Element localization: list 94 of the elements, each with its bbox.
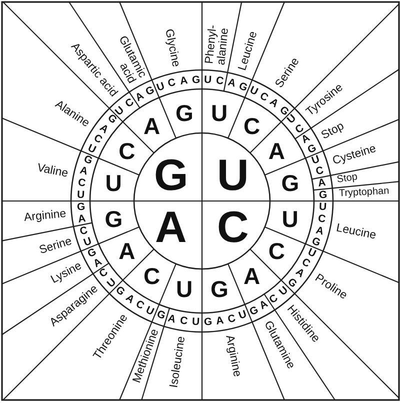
base-letter: U (217, 158, 249, 193)
base-letter: C (226, 314, 236, 324)
base-letter: U (144, 306, 156, 316)
base-letter: U (105, 174, 122, 193)
base-letter: A (226, 78, 236, 88)
base-letter: G (144, 86, 156, 97)
base-letter: A (134, 91, 145, 102)
amino-acid-label: Isoleucine (168, 336, 188, 389)
base-letter: A (124, 293, 135, 304)
base-letter: C (118, 142, 136, 160)
amino-acid-label: Cysteine (331, 142, 378, 167)
base-letter: G (238, 81, 248, 92)
base-letter: U (211, 104, 228, 122)
base-letter: C (318, 214, 326, 224)
base-letter: A (118, 242, 136, 260)
base-letter: U (204, 75, 212, 84)
base-letter: G (104, 210, 123, 228)
base-letter: C (217, 210, 249, 245)
base-letter: A (318, 178, 326, 188)
base-letter: G (154, 158, 188, 193)
base-letter: C (294, 123, 305, 134)
base-letter: A (314, 226, 324, 236)
base-letter: A (268, 98, 280, 110)
base-letter: A (300, 133, 312, 144)
amino-acid-label: Serine (38, 234, 73, 256)
base-letter: G (175, 104, 194, 122)
base-letter: C (300, 258, 312, 270)
base-letter: G (306, 144, 318, 155)
base-letter: A (168, 314, 177, 324)
base-letter: G (82, 154, 93, 166)
base-letter: C (180, 316, 188, 326)
base-letter: C (98, 268, 110, 280)
base-letter: U (176, 280, 193, 299)
base-letter: C (134, 300, 145, 311)
base-letter: A (215, 316, 224, 326)
amino-acid-label: Leucine (335, 222, 378, 242)
base-letter: U (106, 277, 118, 288)
base-letter: U (306, 248, 317, 259)
base-letter: C (244, 117, 260, 136)
base-letter: C (168, 78, 177, 88)
base-letter: G (192, 75, 200, 84)
base-letter: U (238, 310, 248, 321)
amino-acid-label: Glycine (162, 28, 182, 68)
amino-acid-label: Arginine (222, 334, 243, 378)
base-letter: U (156, 82, 166, 92)
base-letter: G (204, 318, 212, 327)
base-letter: G (156, 310, 166, 321)
base-letter: U (278, 286, 289, 297)
amino-acid-label: Phenyl- alanine (203, 24, 232, 66)
amino-acid-label: Stop (336, 172, 359, 186)
base-letter: U (248, 86, 259, 97)
base-letter: G (114, 285, 126, 298)
base-letter: A (244, 266, 260, 286)
base-letter: U (82, 236, 92, 248)
base-letter: U (282, 210, 298, 228)
base-letter: G (210, 280, 228, 299)
base-letter: U (319, 202, 328, 212)
amino-acid-label: Lysine (49, 260, 84, 286)
base-letter: C (258, 91, 270, 102)
base-letter: G (248, 305, 260, 317)
base-letter: G (311, 236, 322, 248)
base-letter: G (286, 276, 298, 289)
base-letter: G (86, 248, 98, 259)
base-letter: C (92, 133, 103, 144)
base-letter: A (268, 142, 285, 160)
amino-acid-label: Tryptophan (338, 186, 390, 200)
base-letter: A (180, 76, 188, 86)
base-letter: C (268, 293, 280, 304)
base-letter: C (268, 242, 285, 260)
base-letter: C (215, 76, 224, 86)
base-letter: G (319, 190, 328, 200)
base-letter: A (98, 123, 110, 134)
base-letter: A (143, 117, 160, 136)
amino-acid-label: Valine (36, 162, 69, 180)
base-letter: C (79, 226, 89, 236)
base-letter: U (311, 155, 322, 166)
base-letter: U (192, 318, 200, 327)
base-letter: C (77, 178, 86, 188)
base-letter: G (76, 202, 86, 212)
base-letter: U (76, 190, 84, 200)
base-letter: A (77, 214, 86, 224)
base-letter: U (86, 144, 98, 155)
amino-acid-label: Leucine (236, 30, 260, 72)
base-letter: C (143, 266, 160, 286)
amino-acid-label: Stop (320, 120, 346, 142)
base-letter: G (281, 174, 300, 193)
amino-acid-label: Arginine (23, 208, 66, 225)
base-letter: A (155, 210, 187, 245)
base-letter: A (294, 268, 305, 280)
base-letter: A (92, 258, 103, 270)
base-letter: A (79, 166, 89, 177)
base-letter: C (124, 98, 135, 110)
base-letter: A (258, 300, 270, 311)
base-letter: C (314, 166, 324, 177)
